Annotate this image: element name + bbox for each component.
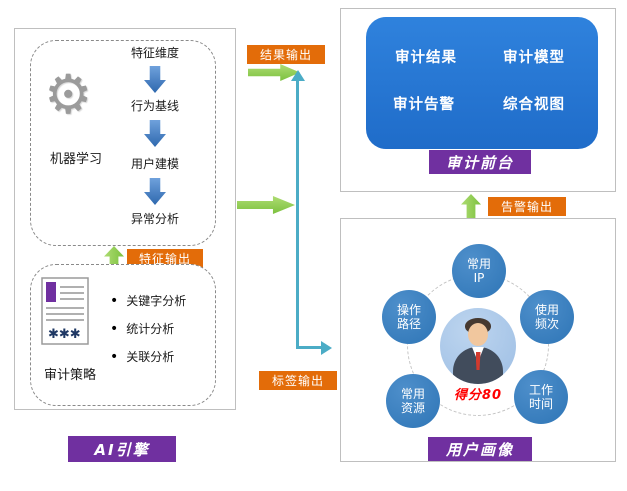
connector-line-vertical: [296, 80, 299, 348]
audit-front-title: 审计前台: [429, 150, 531, 174]
feature-output-label: 特征输出: [127, 249, 203, 268]
attr-line: 路径: [396, 317, 421, 331]
button-comprehensive-view: 综合视图: [503, 97, 565, 113]
attr-line: IP: [473, 271, 485, 285]
alert-output-label: 告警输出: [488, 197, 566, 216]
engine-output-arrow-icon: [237, 196, 295, 214]
attr-line: 使用: [534, 302, 559, 317]
attr-circle-common-ip: 常用 IP: [452, 244, 506, 298]
step-anomaly-analysis: 异常分析: [130, 212, 179, 226]
strategy-item-keyword: 关键字分析: [110, 292, 186, 309]
strategy-item-text: 统计分析: [126, 322, 175, 336]
attr-line: 工作: [528, 382, 553, 397]
strategy-item-statistics: 统计分析: [110, 320, 174, 337]
user-profile-title: 用户画像: [428, 437, 532, 461]
connector-line-horizontal: [296, 346, 322, 349]
button-audit-result: 审计结果: [395, 50, 457, 66]
ai-engine-title: AI引擎: [68, 436, 176, 462]
machine-learning-label: 机器学习: [49, 152, 102, 167]
connector-arrow-right-icon: [321, 341, 332, 355]
score-label: 得分80: [453, 388, 503, 403]
strategy-item-correlation: 关联分析: [110, 348, 174, 365]
button-audit-model: 审计模型: [503, 50, 565, 66]
button-audit-alert: 审计告警: [393, 97, 455, 113]
step-behavior-baseline: 行为基线: [130, 99, 179, 113]
gear-icon: ⚙: [44, 63, 93, 126]
alert-output-arrow-icon: [461, 194, 481, 219]
attr-line: 常用: [466, 256, 491, 271]
avatar-face: [468, 323, 488, 346]
audit-strategy-label: 审计策略: [43, 368, 96, 383]
step-user-modeling: 用户建模: [130, 157, 179, 171]
attr-circle-operation-path: 操作 路径: [382, 290, 436, 344]
connector-arrow-up-icon: [291, 70, 305, 81]
attr-line: 常用: [400, 386, 425, 401]
result-output-label: 结果输出: [247, 45, 325, 64]
attr-line: 资源: [400, 401, 425, 415]
attr-circle-usage-frequency: 使用 频次: [520, 290, 574, 344]
attr-line: 操作: [396, 302, 421, 317]
attr-circle-working-hours: 工作 时间: [514, 370, 568, 424]
document-stars-text: ✱✱✱: [48, 327, 81, 342]
attr-circle-common-resources: 常用 资源: [386, 374, 440, 428]
document-icon: ✱✱✱: [41, 277, 89, 345]
step-feature-dimension: 特征维度: [130, 46, 179, 60]
avatar-tie: [475, 352, 481, 370]
attr-line: 时间: [528, 397, 553, 411]
machine-learning-group: [30, 40, 216, 246]
tag-output-label: 标签输出: [259, 371, 337, 390]
audit-front-screen: [366, 17, 598, 149]
strategy-item-text: 关联分析: [126, 350, 175, 364]
attr-line: 频次: [534, 317, 559, 331]
user-avatar: [440, 308, 516, 384]
strategy-item-text: 关键字分析: [126, 294, 187, 308]
